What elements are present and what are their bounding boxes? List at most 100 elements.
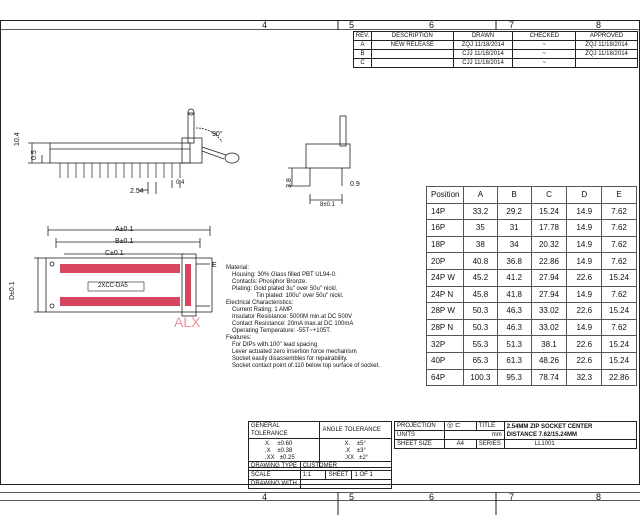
table-cell: 14.9 <box>566 285 603 304</box>
table-cell: 46.3 <box>496 302 532 320</box>
table-cell: 14.9 <box>566 202 603 221</box>
table-cell: 48.26 <box>530 351 568 370</box>
note-line: For DIPs with.100" lead spacing <box>232 342 318 348</box>
table-cell: 33.02 <box>530 302 568 320</box>
table-cell: 36.8 <box>496 252 532 270</box>
position-cell: 16P <box>426 219 464 237</box>
revision-row: B CJJ 11/18/2014 ~ ZQJ 11/18/2014 <box>353 49 638 59</box>
position-cell: 40P <box>426 351 464 370</box>
at-row: X. ±5° <box>322 441 389 448</box>
position-cell: 64P <box>426 368 464 387</box>
table-cell: 33.2 <box>462 202 498 221</box>
front-pin-dim: 0.4 <box>176 180 185 186</box>
scale-value: 1:1 <box>299 470 327 480</box>
table-cell: 61.3 <box>496 351 532 370</box>
description-cell <box>370 49 454 59</box>
sheet-value: 1 OF 1 <box>351 470 392 480</box>
table-cell: 14.9 <box>566 252 603 270</box>
description-cell: NEW RELEASE <box>370 40 454 50</box>
table-cell: 46.3 <box>496 318 532 337</box>
dimension-header-row: Position A B C D E <box>426 186 637 204</box>
note-line: Features: <box>226 335 252 341</box>
col-a-header: A <box>462 186 498 204</box>
drawn-header: DRAWN <box>452 31 514 41</box>
side-right-dim: 0.9 <box>350 181 360 188</box>
at-value: ±2° <box>359 455 369 461</box>
gt-key: .X <box>265 448 271 454</box>
drawing-title-line-1: 2.54MM ZIP SOCKET CENTER <box>506 423 593 430</box>
gt-row: X. ±0.60 <box>251 441 317 448</box>
approved-cell: ZQJ 11/18/2014 <box>575 49 638 59</box>
drawn-cell: CJJ 11/18/2014 <box>452 58 514 68</box>
table-cell: 29.2 <box>496 202 532 221</box>
table-cell: 27.94 <box>530 268 568 287</box>
position-cell: 28P W <box>426 302 464 320</box>
gt-row: .XX ±0.25 <box>251 455 317 462</box>
table-cell: 95.3 <box>496 368 532 387</box>
rev-cell: A <box>353 40 372 50</box>
at-value: ±5° <box>356 441 366 447</box>
col-e-header: E <box>601 186 637 204</box>
sheet-label: SHEET <box>325 470 353 480</box>
gt-key: X. <box>265 441 271 447</box>
table-cell: 41.8 <box>496 285 532 304</box>
rev-cell: C <box>353 58 372 68</box>
note-line: Contacts: Phosphor Bronze. <box>232 279 308 285</box>
projection-label: PROJECTION <box>394 421 445 431</box>
front-pitch-dim: 2.54 <box>130 188 144 195</box>
table-cell: 45.2 <box>462 268 498 287</box>
table-cell: 7.62 <box>601 219 637 237</box>
drawing-with-label: DRAWING WITH <box>248 479 301 489</box>
checked-cell: ~ <box>512 40 577 50</box>
zone-bottom-6: 6 <box>429 492 435 502</box>
table-cell: 15.24 <box>530 202 568 221</box>
watermark: ALX <box>174 314 201 330</box>
note-line: Electrical Characteristics: <box>226 300 294 306</box>
note-line: Current Rating: 1 AMP. <box>232 307 293 313</box>
table-cell: 22.6 <box>566 268 603 287</box>
table-cell: 41.2 <box>496 268 532 287</box>
drawing-info-block: DRAWING TYPE CUSTOMER SCALE 1:1 SHEET 1 … <box>248 461 393 489</box>
projection-symbol: ◎ ⊏ <box>443 421 477 431</box>
revision-header-row: REV. DESCRIPTION DRAWN CHECKED APPROVED <box>353 31 638 41</box>
table-cell: 45.8 <box>462 285 498 304</box>
gt-value: ±0.25 <box>279 455 295 461</box>
table-cell: 32.3 <box>566 368 603 387</box>
top-dim-d: D±0.1 <box>9 281 16 300</box>
front-height-dim: 10.4 <box>14 132 21 146</box>
front-low-dim: 0.5 <box>31 150 38 160</box>
title-label: TITLE <box>475 421 505 431</box>
note-line: Operating Temperature: -55T~+105T. <box>232 328 331 334</box>
note-line: Insulator Resistance: 5000M min.at DC 50… <box>232 314 353 320</box>
units-label: UNITS <box>394 430 445 440</box>
table-cell: 14.9 <box>566 318 603 337</box>
col-d-header: D <box>566 186 603 204</box>
position-cell: 14P <box>426 202 464 221</box>
projection-icon: ◎ ⊏ <box>446 422 461 429</box>
units-value: mm <box>443 430 505 440</box>
front-angle-label: 90° <box>212 131 223 138</box>
table-cell: 38.1 <box>530 335 568 353</box>
table-cell: 38 <box>462 235 498 254</box>
drawn-cell: ZQJ 11/18/2014 <box>452 40 514 50</box>
table-cell: 34 <box>496 235 532 254</box>
drawing-type-label: DRAWING TYPE <box>248 461 301 471</box>
top-dim-a: A±0.1 <box>115 226 134 233</box>
note-line: Lever actuated zero insertion force mech… <box>232 349 357 355</box>
revision-row: A NEW RELEASE ZQJ 11/18/2014 ~ ZQJ 11/18… <box>353 40 638 50</box>
table-cell: 22.86 <box>530 252 568 270</box>
zone-top-8: 8 <box>596 20 602 30</box>
side-bottom-dim: 8±0.1 <box>320 202 335 208</box>
checked-cell: ~ <box>512 49 577 59</box>
table-cell: 50.3 <box>462 318 498 337</box>
col-b-header: B <box>496 186 532 204</box>
socket-label: 2XCC-DA5 <box>98 283 128 289</box>
top-dim-b: B±0.1 <box>115 238 134 245</box>
table-cell: 33.02 <box>530 318 568 337</box>
